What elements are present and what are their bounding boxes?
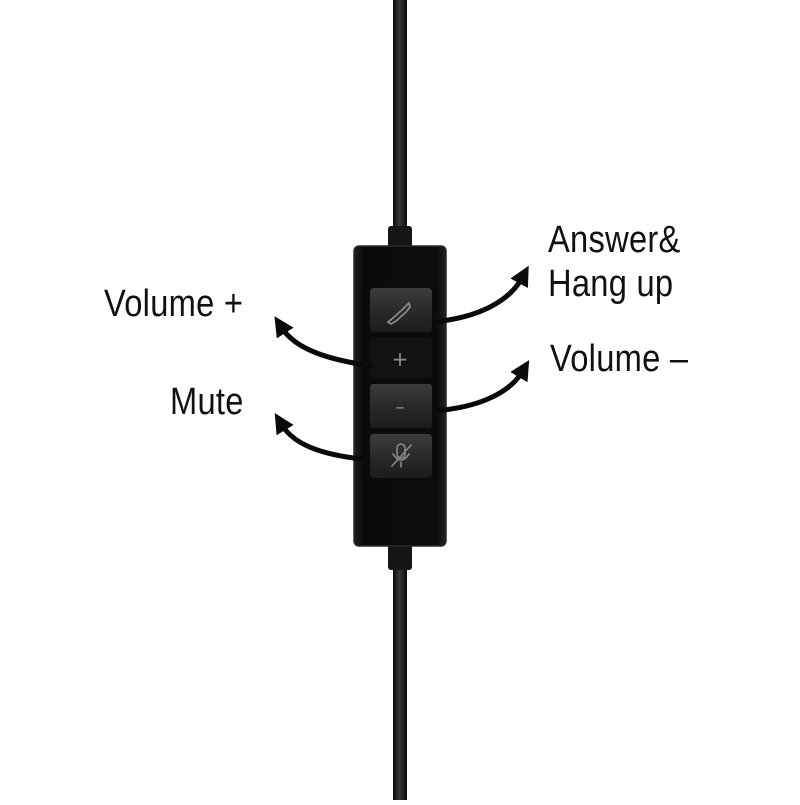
cable-top: [393, 0, 407, 232]
label-volume-down: Volume –: [550, 338, 689, 380]
cable-bottom: [393, 562, 407, 800]
volume-down-button[interactable]: [370, 384, 432, 428]
arrow-volume-down: [431, 360, 530, 414]
strain-relief-bottom: [388, 540, 412, 570]
phone-handset-icon: [387, 302, 411, 325]
strain-relief-top: [388, 226, 412, 250]
arrow-mute: [274, 413, 371, 463]
volume-up-button[interactable]: [370, 338, 432, 378]
remote-face: [366, 284, 434, 482]
label-volume-up: Volume +: [104, 283, 244, 325]
arrow-answer-hangup: [431, 265, 529, 325]
label-mute: Mute: [170, 381, 244, 423]
microphone-mute-icon: [391, 443, 412, 468]
volume-down-symbol: –: [396, 397, 405, 418]
label-answer: Answer&: [548, 219, 681, 261]
label-hang-up: Hang up: [548, 263, 674, 305]
arrow-volume-up: [274, 316, 373, 369]
volume-up-symbol: +: [392, 347, 409, 371]
